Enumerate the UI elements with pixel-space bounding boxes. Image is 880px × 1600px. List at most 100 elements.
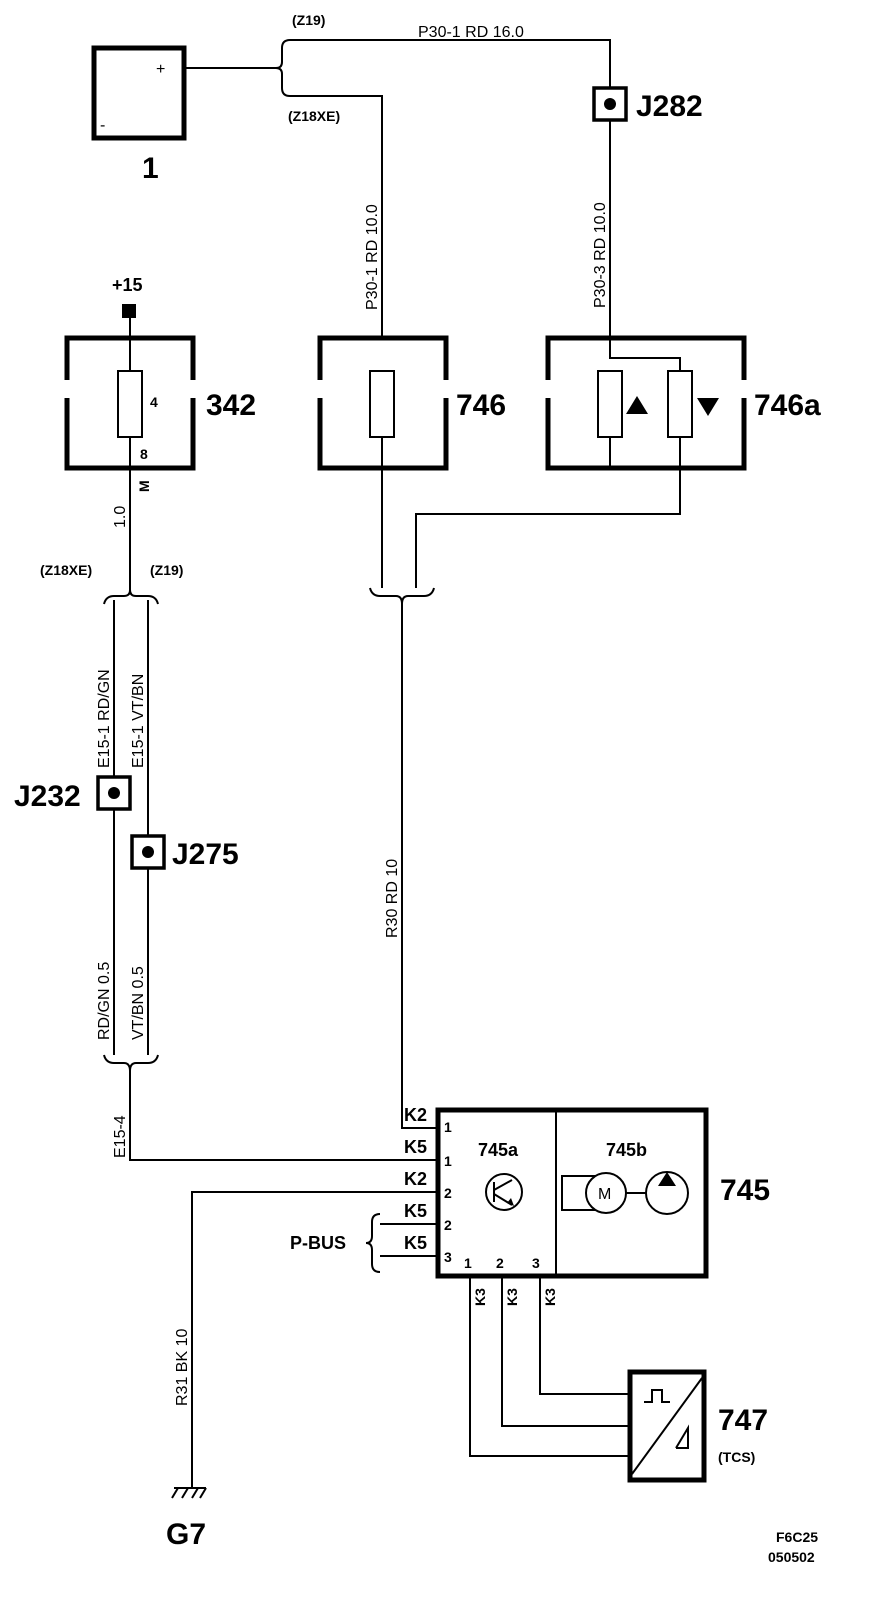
sensor-747-diagonal [631,1377,703,1475]
pin-bottom-2: 2 [496,1255,504,1271]
pressure-sensor-line-1 [493,1179,513,1191]
junction-j282-dot [604,98,616,110]
battery-1: + - 1 [91,45,187,185]
wire-label-e15-rdgn: E15-1 RD/GN [96,669,113,768]
ground-g7: G7 [166,1487,207,1551]
ground-hatch-3 [191,1487,199,1499]
wire-label-m-size: 1.0 [112,506,129,528]
fuse-342-pin-bottom: 8 [140,446,148,462]
junction-j275-label: J275 [172,838,239,871]
fuse-342-element [117,370,143,438]
diagram-date: 050502 [768,1549,815,1565]
pin-1-a: 1 [444,1119,452,1135]
wire-k3-2 [501,1276,628,1427]
battery-plus: + [156,61,165,78]
pin-3: 3 [444,1249,452,1265]
arrow-up-icon [626,396,648,414]
wire-p30-1-16 [290,39,611,88]
junction-j232-box [96,775,132,811]
relay-746a-element-1 [597,370,623,438]
wire-label-vtbn-05: VT/BN 0.5 [130,966,147,1040]
sensor-747-note: (TCS) [718,1449,755,1465]
conn-k5-c: K5 [404,1233,427,1253]
variant-z19-top: (Z19) [292,12,325,28]
wire-p30-1-10 [290,95,383,338]
module-745-box [435,1107,709,1279]
diagram-code: F6C25 [776,1529,818,1545]
ground-hatch-1 [171,1487,179,1499]
sensor-747-id: 747 [718,1404,768,1437]
pump-motor-icon: M [561,1171,689,1215]
relay-746a-box [545,335,747,471]
junction-j232-dot [108,787,120,799]
fuse-746-id: 746 [456,389,506,422]
wire-label-e15-vtbn: E15-1 VT/BN [130,674,147,768]
variant-z19-mid: (Z19) [150,562,183,578]
module-745a-label: 745a [478,1140,519,1160]
variant-brace-top [275,39,291,97]
split-brace-342 [103,589,159,605]
battery-id: 1 [142,152,159,185]
sensor-747: 747 (TCS) [627,1369,768,1483]
motor-mount [561,1175,606,1211]
fuse-746: 746 [317,335,506,471]
module-745-id: 745 [720,1174,770,1207]
junction-j232: J232 [14,775,132,813]
wire-label-p30-1: P30-1 RD 10.0 [364,204,381,310]
wheel-speed-icon [675,1424,689,1449]
conn-k3-c: K3 [542,1288,558,1306]
relay-746a-bridge [609,338,681,371]
junction-j282-label: J282 [636,90,703,123]
fuse-342: 4 8 342 [64,335,256,471]
pin-2-b: 2 [444,1217,452,1233]
pbus-label: P-BUS [290,1233,346,1253]
junction-j275: J275 [130,834,239,871]
sensor-747-box [627,1369,707,1483]
fuse-746-element [369,370,395,438]
conn-k5-a: K5 [404,1137,427,1157]
module-745: 1 1 2 2 3 1 2 3 745a 745b M 745 [435,1107,770,1279]
variant-z18xe-top: (Z18XE) [288,108,340,124]
fuse-342-id: 342 [206,389,256,422]
conn-k2-b: K2 [404,1169,427,1189]
battery-minus: - [100,117,105,134]
merge-brace-e15-4 [103,1054,159,1072]
supply-15-terminal [122,304,136,318]
motor-label: M [598,1186,611,1203]
pressure-sensor-circle [485,1173,523,1211]
pin-bottom-3: 3 [532,1255,540,1271]
variant-z18xe-mid: (Z18XE) [40,562,92,578]
ground-hatch-2 [181,1487,189,1499]
wire-r30-to-k2 [401,1122,436,1129]
conn-k3-b: K3 [504,1288,520,1306]
pbus-brace [365,1213,381,1273]
junction-j282: J282 [592,86,703,123]
arrow-down-icon [697,398,719,416]
relay-746a-id: 746a [754,389,821,422]
wire-label-r31: R31 BK 10 [174,1329,191,1406]
wire-label-m: M [136,480,152,492]
conn-k5-b: K5 [404,1201,427,1221]
wire-746a-out [415,437,681,588]
pin-2-a: 2 [444,1185,452,1201]
conn-k2-a: K2 [404,1105,427,1125]
wire-k3-1 [469,1276,628,1457]
pulse-signal-icon [644,1389,670,1403]
battery-box [91,45,187,141]
wire-label-rdgn-05: RD/GN 0.5 [96,962,113,1040]
wire-label-p30-3: P30-3 RD 10.0 [592,202,609,308]
relay-746a-element-2 [667,370,693,438]
wire-r31 [191,1191,436,1488]
pump-arrow-icon [658,1172,676,1186]
junction-j232-label: J232 [14,780,81,813]
wire-e15-4 [129,1071,436,1161]
ground-hatch-4 [199,1487,207,1499]
junction-j275-dot [142,846,154,858]
pin-1-b: 1 [444,1153,452,1169]
merge-brace-r30 [369,587,435,605]
pin-bottom-1: 1 [464,1255,472,1271]
wire-k3-3 [539,1276,628,1395]
module-745b-label: 745b [606,1140,647,1160]
pressure-sensor-arrow [507,1198,514,1206]
